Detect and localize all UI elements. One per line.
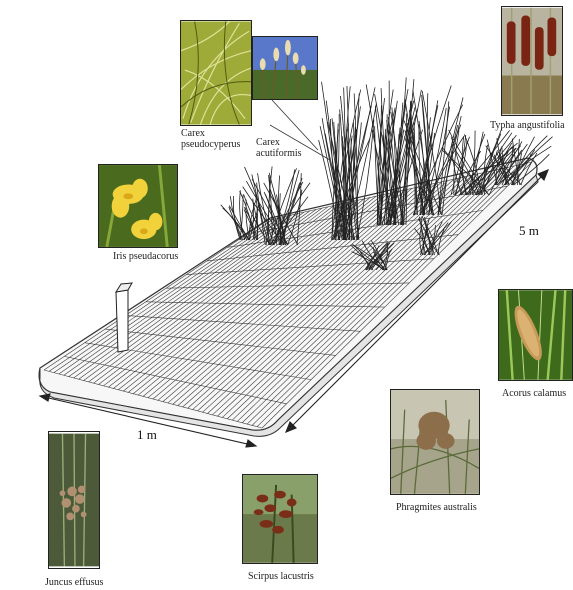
juncus-effusus-photo	[48, 431, 100, 569]
cattail-image	[502, 7, 562, 115]
caption-line: Phragmites australis	[396, 502, 477, 513]
phragmites-australis-caption: Phragmites australis	[396, 502, 477, 513]
caption-line: Iris pseudacorus	[113, 251, 178, 262]
carex-acutiformis-caption: Carex acutiformis	[256, 137, 302, 159]
sweet-flag-spadix-image	[499, 290, 572, 380]
sedge-flower-spikes-image	[253, 37, 317, 99]
typha-angustifolia-caption: Typha angustifolia	[490, 120, 565, 131]
typha-angustifolia-photo	[501, 6, 563, 116]
caption-line: Carex	[256, 137, 302, 148]
caption-line: Carex	[181, 128, 240, 139]
scirpus-lacustris-caption: Scirpus lacustris	[248, 571, 314, 582]
acorus-calamus-caption: Acorus calamus	[502, 388, 566, 399]
caption-line: Typha angustifolia	[490, 120, 565, 131]
iris-pseudacorus-caption: Iris pseudacorus	[113, 251, 178, 262]
caption-line: pseudocyperus	[181, 139, 240, 150]
caption-line: Juncus effusus	[45, 577, 103, 588]
carex-acutiformis-photo	[252, 36, 318, 100]
caption-line: Scirpus lacustris	[248, 571, 314, 582]
soft-rush-image	[49, 432, 99, 568]
acorus-calamus-photo	[498, 289, 573, 381]
sedge-foliage-image	[181, 21, 251, 125]
juncus-effusus-caption: Juncus effusus	[45, 577, 103, 588]
width-dimension-label: 1 m	[137, 427, 157, 443]
phragmites-australis-photo	[390, 389, 480, 495]
common-reed-image	[391, 390, 479, 494]
caption-line: acutiformis	[256, 148, 302, 159]
scirpus-lacustris-photo	[242, 474, 318, 564]
caption-line: Acorus calamus	[502, 388, 566, 399]
carex-pseudocyperus-photo	[180, 20, 252, 126]
carex-pseudocyperus-caption: Carex pseudocyperus	[181, 128, 240, 150]
bulrush-image	[243, 475, 317, 563]
yellow-iris-image	[99, 165, 177, 247]
length-dimension-label: 5 m	[519, 223, 539, 239]
iris-pseudacorus-photo	[98, 164, 178, 248]
